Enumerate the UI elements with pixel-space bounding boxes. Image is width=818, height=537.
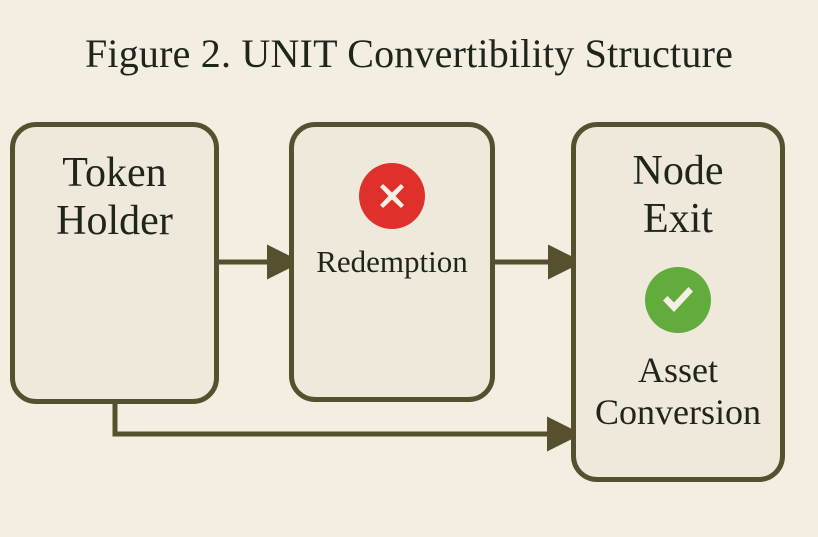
node-node-exit-subtitle: Asset Conversion <box>595 350 761 432</box>
node-token-holder[interactable]: Token Holder <box>10 122 219 404</box>
cross-mark-glyph <box>380 184 404 208</box>
check-mark-glyph <box>663 287 693 312</box>
cross-mark-icon <box>359 163 425 229</box>
check-mark-icon <box>645 267 711 333</box>
figure-title: Figure 2. UNIT Convertibility Structure <box>84 31 734 76</box>
node-node-exit[interactable]: Node Exit Asset Conversion <box>571 122 785 482</box>
node-node-exit-title: Node Exit <box>632 148 724 242</box>
node-redemption-caption: Redemption <box>316 244 468 279</box>
node-token-holder-title: Token Holder <box>56 150 173 244</box>
arrow-token-holder-to-node-exit-direct <box>112 403 582 452</box>
node-redemption[interactable]: Redemption <box>289 122 495 402</box>
